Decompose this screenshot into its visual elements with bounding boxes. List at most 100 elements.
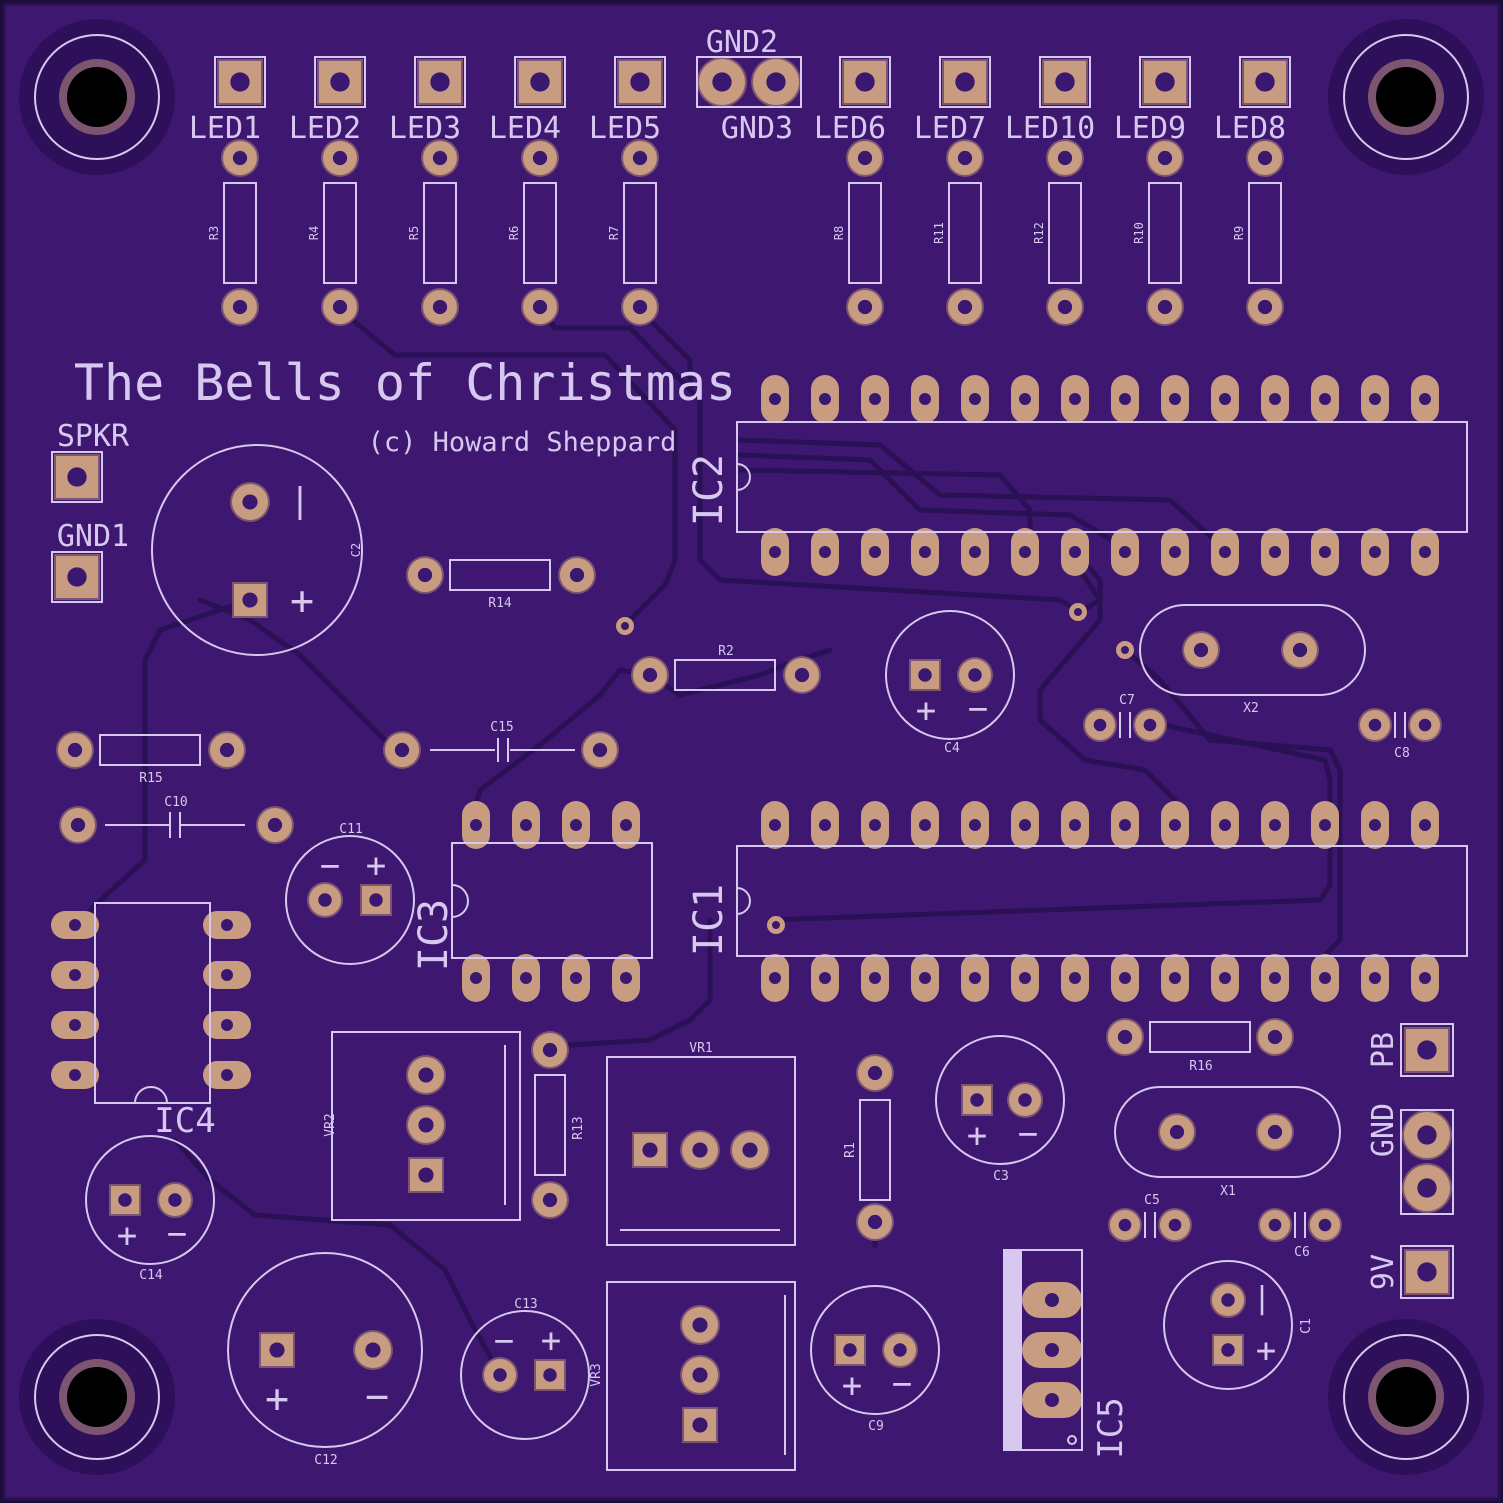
resistor-R8-pad-top-hole (857, 150, 873, 166)
gnd2-pad-hole (712, 72, 732, 92)
vr2-pad-1-hole (418, 1067, 434, 1083)
ic1-pin-top-4-hole (969, 819, 981, 831)
c2-plus-mark: + (290, 578, 314, 624)
ic1-pin1-via-hole (772, 921, 780, 929)
ic2-pin-top-5-hole (1019, 393, 1031, 405)
r13-body (534, 1074, 566, 1176)
resistor-R11-label: R11 (932, 222, 946, 244)
mounting-hole-silk-1 (1343, 34, 1469, 160)
ic2-pin-bottom-2-hole (869, 546, 881, 558)
ic4-pin-right-3-hole (221, 1069, 233, 1081)
ic2-pin-top-12-hole (1369, 393, 1381, 405)
c3-outline (935, 1035, 1065, 1165)
gnd3-pad-hole (766, 72, 786, 92)
c14-minus: − (167, 1214, 187, 1254)
c12-plus: + (265, 1376, 289, 1422)
resistor-R7-body (623, 182, 657, 284)
led-header-pad-LED10-hole (1055, 72, 1075, 92)
via-ic2-hole (1074, 608, 1082, 616)
vr1-pad-3-hole (742, 1142, 758, 1158)
ic1-pin-bottom-8-hole (1169, 972, 1181, 984)
ic1-pin-bottom-0-hole (769, 972, 781, 984)
ic5-pin-hole-1 (1045, 1343, 1059, 1357)
ic2-pin-bottom-12-hole (1369, 546, 1381, 558)
resistor-R12-body (1048, 182, 1082, 284)
resistor-R3-pad-top-hole (232, 150, 248, 166)
r1-body (859, 1099, 891, 1201)
ic1-pin-bottom-9-hole (1219, 972, 1231, 984)
ic3-pin-bottom-1-hole (520, 972, 532, 984)
gnd-pad-2-hole (1417, 1178, 1437, 1198)
vr3-pad-2-hole (692, 1367, 708, 1383)
mounting-hole-silk-3 (1343, 1334, 1469, 1460)
ic1-pin-bottom-4-hole (969, 972, 981, 984)
ic2-pin-top-13-hole (1419, 393, 1431, 405)
x1-pad-2-hole (1267, 1124, 1283, 1140)
c12-label: C12 (314, 1453, 337, 1468)
c2-outline (151, 444, 363, 656)
c4-label: C4 (944, 741, 960, 756)
c6-pad-2-hole (1318, 1218, 1332, 1232)
ic3-pin-top-1-hole (520, 819, 532, 831)
ic1-pin-bottom-1-hole (819, 972, 831, 984)
vr1-pad-2-hole (692, 1142, 708, 1158)
mounting-holes (19, 19, 1484, 1475)
vr1-pad-1-hole (642, 1142, 658, 1158)
c3-pad-neg-hole (1018, 1093, 1032, 1107)
resistor-R10-body (1148, 182, 1182, 284)
resistor-R7-pad-top-hole (632, 150, 648, 166)
c13-outline (460, 1310, 590, 1440)
c4-pad-neg-hole (968, 668, 982, 682)
ic1-pin-top-8-hole (1169, 819, 1181, 831)
resistor-R11-body (948, 182, 982, 284)
ic2-pin-top-9-hole (1219, 393, 1231, 405)
mounting-hole-0 (67, 67, 127, 127)
resistor-R12-label: R12 (1032, 222, 1046, 244)
label-led8: LED8 (1214, 111, 1286, 146)
c4-plus: + (916, 691, 936, 731)
led-header-outline (1139, 56, 1191, 108)
c11-minus: − (320, 846, 340, 886)
r2-body (674, 659, 776, 691)
spkr-outline (51, 451, 103, 503)
ic1-pin-top-11-hole (1319, 819, 1331, 831)
resistor-R6-label: R6 (507, 226, 521, 240)
ic2-pin-top-10-hole (1269, 393, 1281, 405)
r14-label: R14 (488, 596, 512, 611)
resistor-R3-body (223, 182, 257, 284)
c13-plus: + (541, 1321, 561, 1361)
c8-label: C8 (1394, 746, 1410, 761)
ic3-outline (451, 842, 653, 959)
label-ic3: IC3 (411, 899, 457, 971)
mounting-hole-silk-0 (34, 34, 160, 160)
c1-plus-mark: + (1256, 1331, 1276, 1371)
r2-label: R2 (718, 644, 734, 659)
c3-pad-pos-hole (970, 1093, 984, 1107)
ic1-pin-top-3-hole (919, 819, 931, 831)
c3-label: C3 (993, 1169, 1009, 1184)
r1-label: R1 (843, 1142, 858, 1158)
c14-label: C14 (139, 1268, 163, 1283)
resistor-R9-label: R9 (1232, 226, 1246, 240)
gnd-outline (1400, 1109, 1454, 1215)
c12-pad-pos-hole (269, 1342, 285, 1358)
ic5-pin-hole-2 (1045, 1393, 1059, 1407)
c9-outline (810, 1285, 940, 1415)
r2-pad-2-hole (794, 667, 810, 683)
label-ic1: IC1 (686, 884, 732, 956)
ic5-pin-hole-0 (1045, 1293, 1059, 1307)
vr1-label: VR1 (689, 1041, 712, 1056)
c11-label: C11 (339, 822, 362, 837)
ic4-pin-left-0-hole (69, 919, 81, 931)
ic2-pin-top-1-hole (819, 393, 831, 405)
r13-pad-1-hole (542, 1042, 558, 1058)
label-led7: LED7 (914, 111, 986, 146)
ic1-pin-bottom-10-hole (1269, 972, 1281, 984)
led-header-outline (514, 56, 566, 108)
c1-pad-pos-hole (1221, 1343, 1235, 1357)
ic2-pin-bottom-7-hole (1119, 546, 1131, 558)
label-pb: PB (1366, 1032, 1401, 1068)
gnd-header-outline (696, 56, 802, 108)
ic1-pin-top-9-hole (1219, 819, 1231, 831)
